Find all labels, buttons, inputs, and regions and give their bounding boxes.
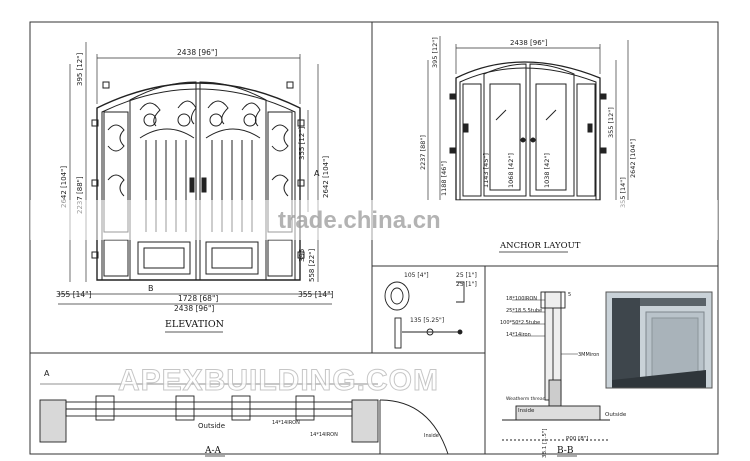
elev-dim-side-left: 355 [14"] [56, 290, 92, 299]
anchor-dim-overall-top: 2438 [96"] [510, 39, 548, 47]
anchor-dim-arch-left: 395 [12"] [431, 37, 439, 68]
section-b-label-3: 100*50*2.5tube [500, 320, 540, 326]
elev-dim-overall-bottom: 2438 [96"] [174, 304, 214, 313]
watermark-trade-china: trade.china.cn [278, 207, 441, 234]
elev-dim-height-left-inner: 2237 [88"] [76, 176, 84, 214]
detail-dim-2: 135 [5.25"] [410, 317, 444, 324]
anchor-dim-height-left: 2237 [88"] [419, 135, 427, 170]
anchor-dim-right-b: 2642 [104"] [629, 139, 637, 178]
anchor-dim-right-c: 355 [14"] [619, 177, 627, 208]
section-a-tube: 14*14IRON [310, 432, 338, 438]
elev-dim-small-right: 395 [298, 249, 306, 262]
elevation-drawing [91, 81, 305, 281]
section-a-inside: Inside [424, 433, 439, 439]
section-b-base: 38.1 [1.5"] [542, 428, 548, 458]
section-a-outside: Outside [198, 422, 225, 430]
elev-dim-arch-left: 395 [12"] [76, 53, 84, 86]
elevation-dimension-lines [58, 42, 332, 305]
anchor-title: ANCHOR LAYOUT [499, 241, 581, 251]
door-frame-3d-render [605, 291, 713, 389]
elev-dim-side-right: 355 [14"] [298, 290, 334, 299]
marker-b: B [148, 284, 154, 293]
watermark-band-1 [30, 200, 718, 240]
section-b-label-2: 25*18.5.5tube [506, 308, 542, 314]
elev-dim-overall-top: 2438 [96"] [177, 48, 217, 57]
section-b-inside: Inside [518, 408, 535, 414]
section-b-small: 5 [568, 292, 571, 298]
elev-dim-arch-right: 355 [12"] [298, 127, 306, 160]
elev-dim-base-right: 558 [22"] [308, 249, 316, 282]
section-a-drawing [39, 383, 449, 455]
section-b-floor: P00 [8"] [566, 436, 588, 442]
section-b-label-5: 3MMiron [578, 352, 599, 358]
section-b-weather: Weatherm thread [506, 396, 546, 402]
anchor-layout-drawing [449, 61, 607, 201]
anchor-dim-center-b: 1038 [42"] [543, 153, 551, 188]
marker-a-right: A [314, 169, 320, 178]
section-b-drawing [502, 291, 610, 441]
detail-dim-4: 25 [1"] [456, 281, 477, 288]
detail-dim-3: 25 [1"] [456, 272, 477, 279]
anchor-dim-lower-left: 1188 [46"] [440, 161, 448, 196]
anchor-dim-right-a: 355 [12"] [607, 107, 615, 138]
elev-dim-door-width: 1728 [68"] [178, 294, 218, 303]
section-a-title: A-A [204, 446, 222, 456]
section-b-title: B-B [557, 446, 574, 456]
section-b-label-1: 18*100IRON [506, 296, 537, 302]
elev-dim-height-left: 2642 [104"] [60, 166, 68, 208]
anchor-dimension-lines [427, 36, 629, 200]
anchor-dim-mid-left: 1143 [45"] [482, 153, 490, 188]
section-b-outside: Outside [605, 412, 627, 418]
watermark-apexbuilding: APEXBUILDING.COM [118, 364, 439, 397]
anchor-dim-center-a: 1068 [42"] [507, 153, 515, 188]
section-a-iron: 14*14IRON [272, 420, 300, 426]
elevation-title: ELEVATION [165, 319, 224, 330]
marker-a-left: A [44, 369, 50, 378]
section-b-label-4: 14*14iron [506, 332, 531, 338]
anchor-bolt-detail [384, 281, 465, 349]
detail-dim-1: 105 [4"] [404, 272, 429, 279]
elev-dim-height-right: 2642 [104"] [322, 156, 330, 198]
